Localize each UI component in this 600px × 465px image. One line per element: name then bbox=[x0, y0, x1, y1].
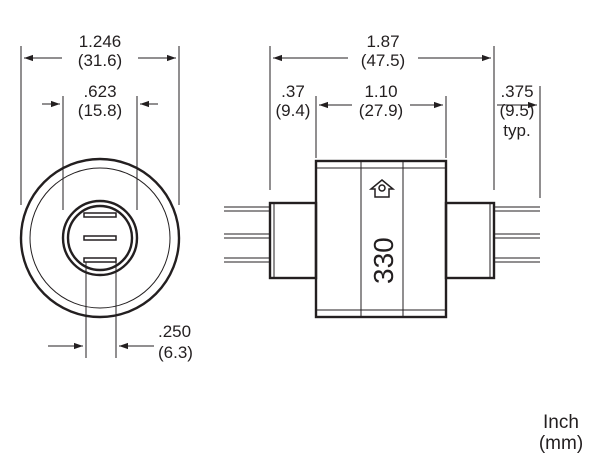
lead-length-note: typ. bbox=[503, 121, 530, 140]
lead-length-mm: (9.5) bbox=[500, 101, 535, 120]
end-view bbox=[19, 157, 181, 319]
end-inner-dia-mm: (15.8) bbox=[78, 101, 122, 120]
dimension-hub-length: .37 (9.4) bbox=[276, 82, 311, 120]
hub-length-inch: .37 bbox=[281, 82, 305, 101]
right-hub bbox=[444, 201, 496, 280]
dimension-pin-spacing: .250 (6.3) bbox=[48, 262, 193, 362]
pin-slot-bottom bbox=[83, 257, 117, 263]
side-view: 330 bbox=[224, 159, 540, 319]
main-body bbox=[314, 159, 448, 319]
end-outer-dia-inch: 1.246 bbox=[79, 32, 122, 51]
body-length-mm: (27.9) bbox=[359, 101, 403, 120]
units-legend: Inch (mm) bbox=[539, 412, 583, 454]
dimension-end-inner-diameter: .623 (15.8) bbox=[42, 82, 158, 210]
pin-slot-top bbox=[83, 212, 117, 218]
overall-length-inch: 1.87 bbox=[366, 32, 399, 51]
end-outer-dia-mm: (31.6) bbox=[78, 51, 122, 70]
up-arrow-logo-icon bbox=[368, 179, 396, 198]
dimension-end-outer-diameter: 1.246 (31.6) bbox=[20, 32, 180, 205]
model-number: 330 bbox=[368, 237, 399, 284]
units-mm: (mm) bbox=[539, 433, 583, 454]
end-inner-dia-inch: .623 bbox=[83, 82, 116, 101]
body-length-inch: 1.10 bbox=[364, 82, 397, 101]
pin-slot-middle bbox=[83, 235, 117, 241]
dimension-body-length: 1.10 (27.9) bbox=[315, 82, 447, 158]
hub-circle bbox=[61, 199, 139, 277]
hub-inner-circle bbox=[66, 204, 134, 272]
pin-spacing-mm: (6.3) bbox=[158, 343, 193, 362]
dimension-overall-length: 1.87 (47.5) bbox=[269, 32, 495, 190]
dimension-lead-length: .375 (9.5) typ. bbox=[497, 82, 541, 198]
flange-inner-ring bbox=[29, 167, 171, 309]
left-hub bbox=[268, 201, 318, 280]
lead-length-inch: .375 bbox=[500, 82, 533, 101]
overall-length-mm: (47.5) bbox=[361, 51, 405, 70]
pin-spacing-inch: .250 bbox=[158, 322, 191, 341]
units-inch: Inch bbox=[543, 412, 579, 433]
outer-flange-circle bbox=[19, 157, 181, 319]
hub-length-mm: (9.4) bbox=[276, 101, 311, 120]
